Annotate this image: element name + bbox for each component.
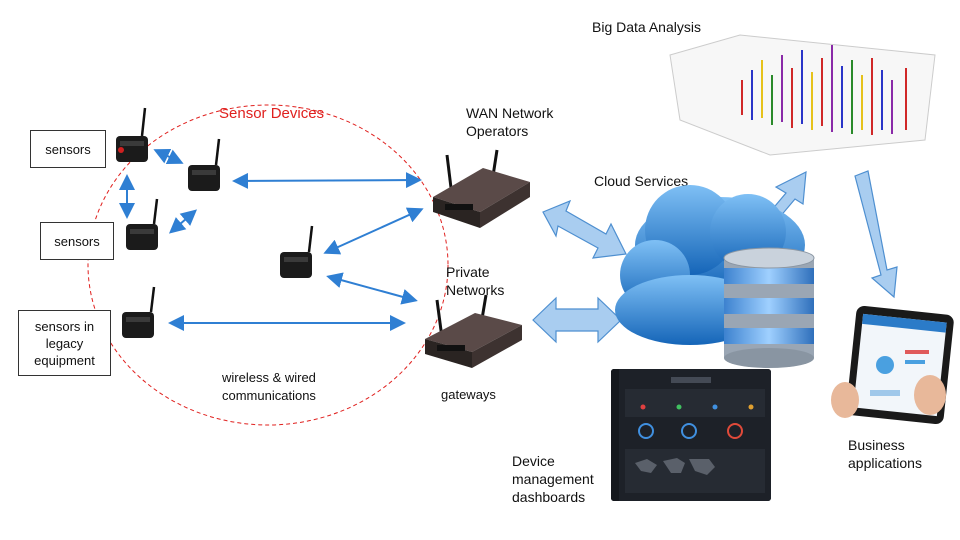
dashboard-screenshot — [611, 369, 771, 501]
wan-router-icon — [433, 149, 530, 228]
cloud-services-label: Cloud Services — [594, 173, 689, 189]
wan-operators-label: WAN Network Operators — [466, 105, 554, 139]
sensors-box-2: sensors — [40, 222, 114, 260]
business-applications-label: Business applications — [848, 437, 922, 471]
sensor-device-icon — [122, 286, 156, 338]
sensor-device-icon — [188, 138, 221, 191]
private-networks-label: Private Networks — [446, 264, 505, 298]
sensors-box-label: sensors — [54, 233, 100, 249]
sensors-box-label: sensors — [45, 141, 91, 157]
link-arrow — [323, 207, 424, 255]
big-data-label: Big Data Analysis — [592, 19, 701, 35]
sensors-legacy-box: sensors in legacy equipment — [18, 310, 111, 376]
wan-cloud-double-arrow — [542, 199, 627, 259]
dashboards-label: Device management dashboards — [512, 453, 594, 505]
sensor-device-icon — [116, 107, 148, 162]
link-arrow — [326, 272, 418, 305]
sensor-devices-boundary — [87, 104, 449, 426]
database-icon — [723, 247, 815, 368]
link-arrow — [153, 148, 184, 165]
dashboard-content — [611, 369, 771, 501]
private-router-icon — [425, 294, 522, 368]
link-arrow — [168, 209, 198, 234]
sensor-device-icon — [280, 225, 314, 278]
sensor-device-icon — [126, 198, 159, 250]
link-arrow — [232, 172, 422, 189]
communications-label: wireless & wired communications — [222, 370, 316, 403]
bigdata-to-business-arrow — [854, 170, 898, 299]
sensor-devices-title: Sensor Devices — [219, 105, 325, 122]
sensors-box-label: sensors in legacy equipment — [34, 318, 95, 368]
gateways-label: gateways — [441, 387, 496, 402]
sensors-box-1: sensors — [30, 130, 106, 168]
